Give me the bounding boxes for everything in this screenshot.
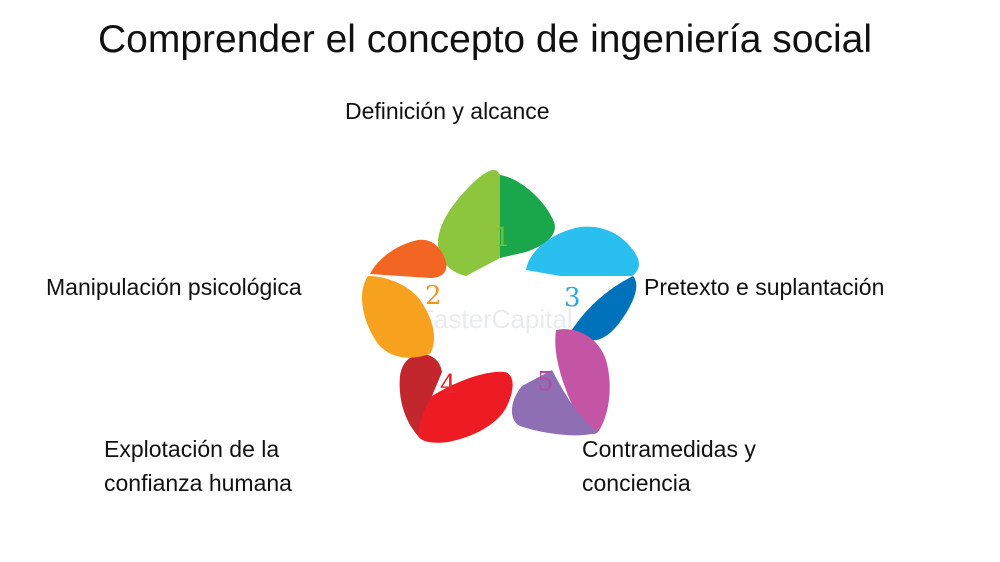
step-label-2-line: Manipulación psicológica xyxy=(46,274,302,300)
step-label-contramedidas: Contramedidas y conciencia xyxy=(582,432,756,500)
petal-1-light xyxy=(437,169,500,276)
step-label-manipulacion: Manipulación psicológica xyxy=(46,270,302,304)
petal-5-dark xyxy=(511,370,598,436)
petal-5 xyxy=(511,329,610,436)
step-label-definicion: Definición y alcance xyxy=(345,94,550,128)
petal-3-light xyxy=(526,226,639,276)
step-number-2: 2 xyxy=(425,281,442,311)
step-label-5-lines: Contramedidas y conciencia xyxy=(582,436,756,496)
petal-1-dark xyxy=(500,175,555,258)
step-label-3-line: Pretexto e suplantación xyxy=(644,274,885,300)
step-number-1: 1 xyxy=(494,223,511,253)
petal-5-light xyxy=(555,329,610,435)
petal-2 xyxy=(362,239,447,358)
petal-4-light xyxy=(414,371,513,443)
step-label-pretexto: Pretexto e suplantación xyxy=(644,270,884,304)
watermark-text: FasterCapital xyxy=(418,304,573,334)
petal-2-light xyxy=(362,276,435,358)
step-label-1-line: Definición y alcance xyxy=(345,98,550,124)
step-label-explotacion: Explotación de la confianza humana xyxy=(104,432,292,500)
page-title: Comprender el concepto de ingeniería soc… xyxy=(98,18,872,61)
petal-1 xyxy=(437,169,555,276)
step-number-5: 5 xyxy=(537,367,554,397)
petal-2-dark xyxy=(370,239,447,278)
petal-3 xyxy=(526,226,639,341)
petal-3-dark xyxy=(572,276,637,341)
petal-4-dark xyxy=(399,354,442,436)
step-label-4-lines: Explotación de la confianza humana xyxy=(104,436,292,496)
petal-4 xyxy=(399,354,513,443)
step-number-3: 3 xyxy=(564,283,581,313)
step-number-4: 4 xyxy=(440,370,457,400)
